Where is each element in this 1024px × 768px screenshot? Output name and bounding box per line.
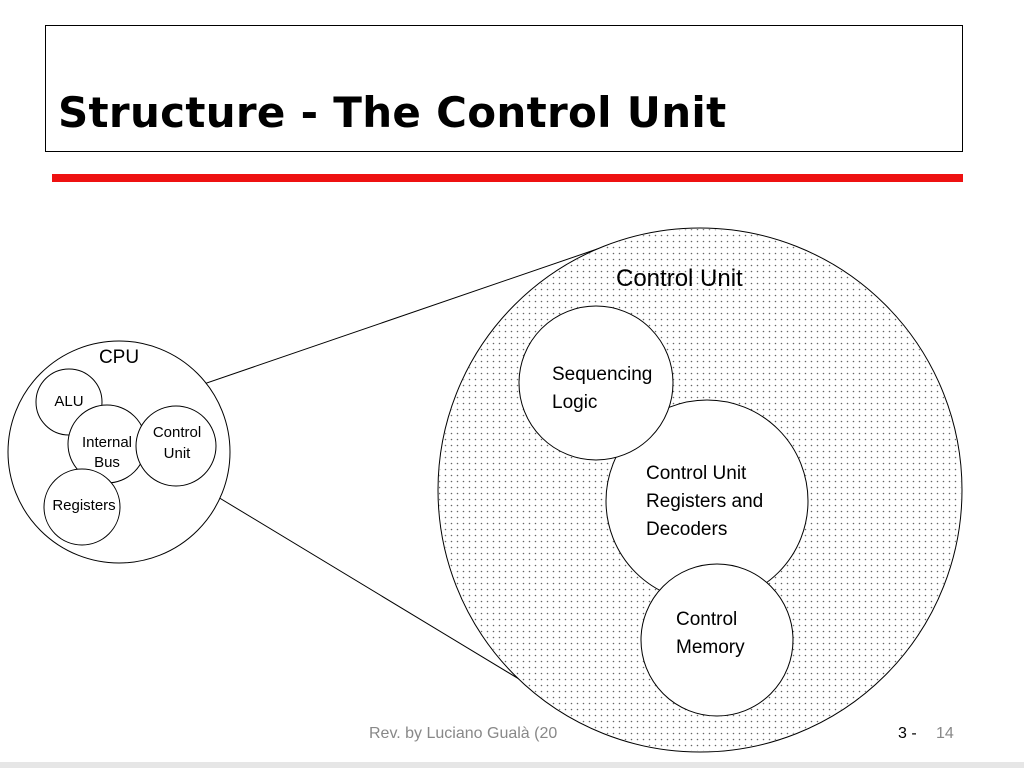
cpu-control-unit-circle [135,405,217,487]
sequencing-logic-circle [518,305,674,461]
cu-registers-label-3: Decoders [646,519,728,540]
bottom-bar [0,762,1024,768]
zoom-line-top [162,245,607,399]
footer-section: 3 - [898,725,917,742]
title-box: Structure - The Control Unit [45,25,963,152]
cu-registers-label-2: Registers and [646,491,764,512]
control-memory-label-2: Memory [676,637,745,658]
footer-credit: Rev. by Luciano Gualà (20 [369,725,558,742]
alu-label: ALU [54,393,84,410]
slide-title: Structure - The Control Unit [58,88,727,137]
control-unit-title-label: Control Unit [616,265,743,292]
title-underline [52,174,963,182]
internal-bus-label-2: Bus [94,454,120,471]
internal-bus-label-1: Internal [81,434,133,451]
registers-label: Registers [52,497,116,514]
footer-page-number: 14 [936,725,954,742]
sequencing-label-1: Sequencing [552,364,653,385]
control-memory-circle [640,563,794,717]
sequencing-label-2: Logic [552,392,598,413]
cpu-label: CPU [98,347,140,368]
cu-registers-label-1: Control Unit [646,463,747,484]
cpu-control-unit-label-1: Control [152,424,202,441]
registers-circle [43,468,121,546]
cpu-control-unit-label-2: Unit [163,445,191,462]
control-memory-label-1: Control [676,609,738,630]
